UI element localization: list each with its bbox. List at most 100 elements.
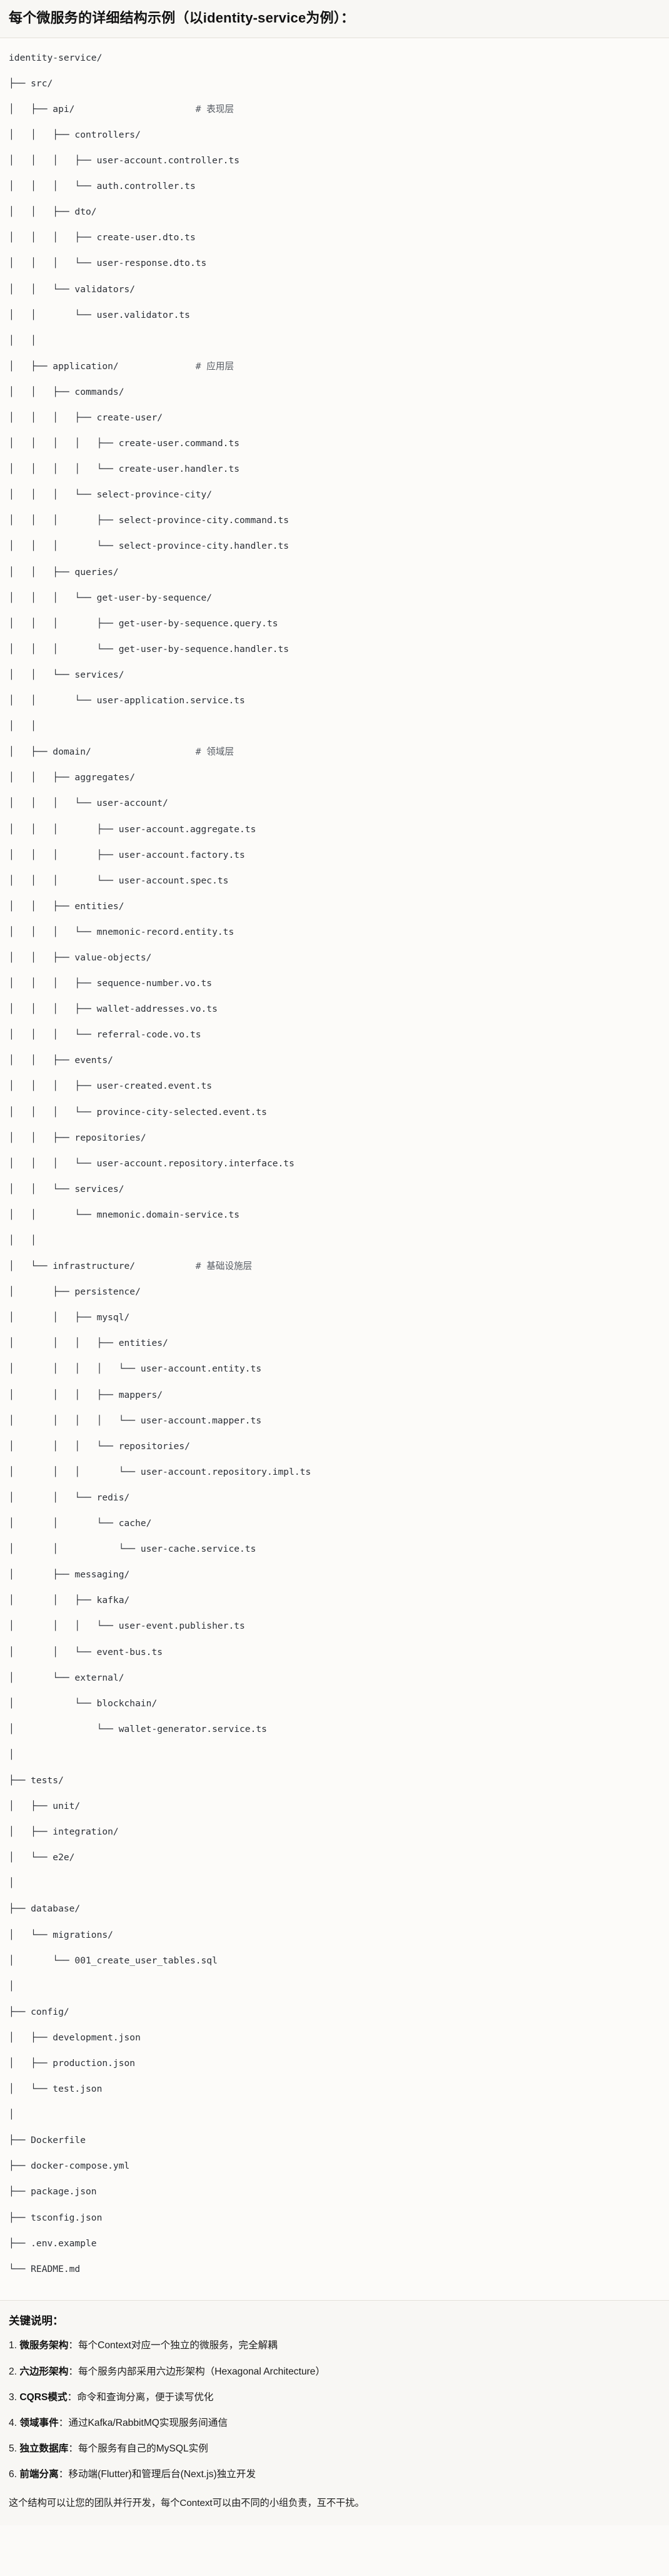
tree-node-label: │ └── e2e/ bbox=[9, 1852, 75, 1863]
tree-node-label: │ │ ├── value-objects/ bbox=[9, 952, 152, 963]
tree-row: │ ├── production.json bbox=[9, 2057, 660, 2070]
tree-row: │ └── e2e/ bbox=[9, 1851, 660, 1865]
key-point-item: 6. 前端分离：移动端(Flutter)和管理后台(Next.js)独立开发 bbox=[9, 2467, 660, 2482]
tree-row: │ │ │ ├── get-user-by-sequence.query.ts bbox=[9, 618, 660, 631]
tree-row: ├── database/ bbox=[9, 1903, 660, 1916]
tree-node-label: │ │ │ └── select-province-city/ bbox=[9, 489, 213, 501]
tree-node-label: ├── package.json bbox=[9, 2186, 97, 2197]
tree-row: │ │ ├── events/ bbox=[9, 1054, 660, 1067]
tree-row: │ │ │ └── get-user-by-sequence.handler.t… bbox=[9, 643, 660, 656]
tree-node-label: ├── .env.example bbox=[9, 2237, 97, 2249]
key-points-list: 1. 微服务架构：每个Context对应一个独立的微服务，完全解耦 2. 六边形架… bbox=[9, 2338, 660, 2482]
tree-row: │ └── infrastructure/ # 基础设施层 bbox=[9, 1260, 660, 1273]
tree-row: │ ├── unit/ bbox=[9, 1800, 660, 1813]
key-point-index: 1. bbox=[9, 2340, 20, 2351]
tree-row: │ │ ├── value-objects/ bbox=[9, 952, 660, 965]
tree-node-label: │ │ │ ├── mappers/ bbox=[9, 1389, 163, 1400]
tree-row: │ └── wallet-generator.service.ts bbox=[9, 1723, 660, 1736]
tree-node-label: │ │ │ └── select-province-city.handler.t… bbox=[9, 541, 289, 552]
tree-node-label: │ │ ├── commands/ bbox=[9, 386, 124, 397]
tree-row: │ │ │ │ └── user-account.mapper.ts bbox=[9, 1415, 660, 1428]
tree-node-label: │ │ └── mnemonic.domain-service.ts bbox=[9, 1209, 240, 1220]
tree-row: │ │ └── user-application.service.ts bbox=[9, 695, 660, 708]
key-point-index: 3. bbox=[9, 2391, 20, 2403]
tree-node-label: │ ├── integration/ bbox=[9, 1826, 119, 1838]
tree-node-label: │ bbox=[9, 1980, 14, 1992]
key-point-separator: ： bbox=[58, 2417, 69, 2428]
key-point-term: 独立数据库 bbox=[19, 2443, 69, 2454]
directory-tree: identity-service/ ├── src/ │ ├── api/ # … bbox=[9, 52, 660, 2289]
tree-row: │ │ │ ├── wallet-addresses.vo.ts bbox=[9, 1003, 660, 1016]
tree-node-label: │ │ └── validators/ bbox=[9, 283, 136, 295]
tree-row: │ └── blockchain/ bbox=[9, 1698, 660, 1711]
tree-row: │ │ │ ├── user-account.factory.ts bbox=[9, 849, 660, 862]
tree-row: │ │ │ └── repositories/ bbox=[9, 1440, 660, 1453]
tree-row: │ bbox=[9, 1980, 660, 1993]
tree-row: │ ├── application/ # 应用层 bbox=[9, 360, 660, 374]
tree-row: ├── .env.example bbox=[9, 2237, 660, 2251]
key-point-separator: ： bbox=[68, 2366, 78, 2377]
tree-node-label: │ │ │ ├── get-user-by-sequence.query.ts bbox=[9, 618, 278, 629]
tree-divider bbox=[0, 2299, 669, 2301]
tree-node-label: │ bbox=[9, 1878, 14, 1889]
tree-row: │ │ │ └── mnemonic-record.entity.ts bbox=[9, 926, 660, 939]
tree-node-label: │ │ ├── aggregates/ bbox=[9, 772, 136, 783]
tree-node-label: │ └── external/ bbox=[9, 1672, 124, 1683]
tree-row: │ ├── domain/ # 领域层 bbox=[9, 746, 660, 759]
tree-row: │ │ ├── queries/ bbox=[9, 566, 660, 579]
tree-row: │ bbox=[9, 1877, 660, 1890]
tree-node-label: │ │ ├── repositories/ bbox=[9, 1132, 146, 1143]
document-header: 每个微服务的详细结构示例（以identity-service为例）： bbox=[0, 0, 669, 38]
key-point-item: 3. CQRS模式：命令和查询分离，便于读写优化 bbox=[9, 2390, 660, 2405]
tree-node-label: │ bbox=[9, 2109, 14, 2120]
tree-node-label: │ │ │ │ └── create-user.handler.ts bbox=[9, 464, 240, 475]
tree-node-label: │ │ └── cache/ bbox=[9, 1518, 152, 1529]
key-point-item: 2. 六边形架构：每个服务内部采用六边形架构（Hexagonal Archite… bbox=[9, 2365, 660, 2380]
tree-row: │ └── test.json bbox=[9, 2083, 660, 2096]
tree-node-label: ├── src/ bbox=[9, 78, 53, 89]
tree-layer-comment: # 表现层 bbox=[195, 103, 234, 115]
tree-row: ├── config/ bbox=[9, 2006, 660, 2019]
tree-node-label: │ │ │ ├── sequence-number.vo.ts bbox=[9, 978, 213, 989]
tree-node-label: │ │ ├── controllers/ bbox=[9, 129, 141, 140]
tree-node-label: │ └── wallet-generator.service.ts bbox=[9, 1723, 267, 1734]
tree-node-label: │ │ │ ├── select-province-city.command.t… bbox=[9, 515, 289, 526]
tree-node-label: │ │ │ ├── entities/ bbox=[9, 1338, 168, 1349]
tree-node-label: │ │ │ └── get-user-by-sequence.handler.t… bbox=[9, 643, 289, 654]
tree-node-label: │ │ │ └── mnemonic-record.entity.ts bbox=[9, 926, 234, 937]
tree-node-label: │ │ │ │ └── user-account.mapper.ts bbox=[9, 1415, 262, 1426]
tree-row: ├── src/ bbox=[9, 78, 660, 91]
tree-row: │ │ │ ├── user-created.event.ts bbox=[9, 1080, 660, 1093]
tree-node-label: │ │ │ └── user-event.publisher.ts bbox=[9, 1621, 245, 1632]
tree-node-label: │ │ │ └── auth.controller.ts bbox=[9, 181, 196, 192]
tree-row: │ │ └── user.validator.ts bbox=[9, 309, 660, 322]
tree-row: │ │ │ └── select-province-city/ bbox=[9, 489, 660, 502]
tree-node-label: │ │ │ └── user-account/ bbox=[9, 798, 168, 809]
tree-node-label: │ ├── persistence/ bbox=[9, 1286, 141, 1298]
tree-node-label: │ │ └── redis/ bbox=[9, 1492, 130, 1503]
tree-row: │ │ │ ├── select-province-city.command.t… bbox=[9, 514, 660, 527]
key-point-description: 每个服务内部采用六边形架构（Hexagonal Architecture） bbox=[78, 2366, 326, 2377]
key-point-separator: ： bbox=[58, 2469, 69, 2480]
tree-row: ├── docker-compose.yml bbox=[9, 2160, 660, 2173]
tree-row: │ │ │ ├── user-account.controller.ts bbox=[9, 155, 660, 168]
tree-row: │ │ ├── entities/ bbox=[9, 900, 660, 914]
tree-layer-comment: # 领域层 bbox=[195, 746, 234, 758]
tree-node-label: │ │ │ ├── create-user.dto.ts bbox=[9, 232, 196, 243]
tree-row: │ ├── api/ # 表现层 bbox=[9, 103, 660, 116]
tree-node-label: │ │ │ ├── user-created.event.ts bbox=[9, 1081, 213, 1092]
tree-node-label: │ bbox=[9, 1749, 14, 1760]
key-point-separator: ： bbox=[68, 2340, 78, 2351]
tree-row: │ │ │ ├── sequence-number.vo.ts bbox=[9, 977, 660, 990]
key-point-term: 六边形架构 bbox=[19, 2366, 69, 2377]
tree-node-label: │ │ └── event-bus.ts bbox=[9, 1646, 163, 1657]
tree-row: │ │ ├── repositories/ bbox=[9, 1132, 660, 1145]
key-point-description: 每个服务有自己的MySQL实例 bbox=[78, 2443, 208, 2454]
key-point-item: 1. 微服务架构：每个Context对应一个独立的微服务，完全解耦 bbox=[9, 2338, 660, 2353]
tree-node-label: │ └── test.json bbox=[9, 2084, 103, 2095]
tree-node-label: │ └── migrations/ bbox=[9, 1929, 113, 1940]
key-point-description: 命令和查询分离，便于读写优化 bbox=[77, 2391, 214, 2403]
tree-node-label: │ │ │ │ ├── create-user.command.ts bbox=[9, 438, 240, 449]
tree-node-label: └── README.md bbox=[9, 2263, 81, 2274]
